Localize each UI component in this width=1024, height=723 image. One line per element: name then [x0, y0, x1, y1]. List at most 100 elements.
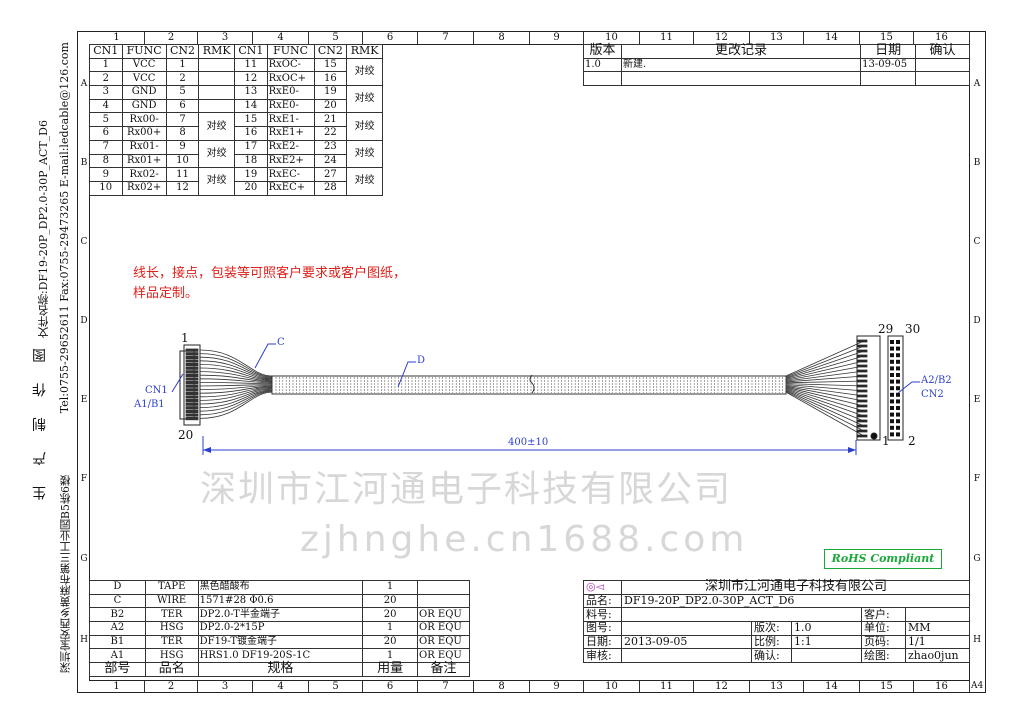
row-letter: B	[973, 158, 981, 168]
drawn-by: zhao0jun	[905, 648, 970, 664]
customer	[905, 607, 970, 623]
wire	[199, 382, 273, 385]
cn2-pin-cavity	[890, 399, 894, 404]
sheet-size: A4	[971, 681, 984, 691]
review	[621, 648, 752, 664]
cn2-pin-cavity	[896, 353, 900, 358]
cn1-terminal	[185, 398, 199, 403]
column-number: 1	[89, 32, 145, 44]
cn1-terminal	[185, 413, 199, 417]
outer-frame	[77, 31, 986, 693]
wire	[785, 388, 865, 417]
cn2-terminal	[856, 424, 868, 428]
cn1-pin-20: 20	[178, 428, 194, 442]
cn2-pin-cavity	[896, 412, 900, 417]
column-number: 14	[804, 32, 860, 44]
cn1-terminal	[185, 406, 199, 410]
row-letter: A	[973, 78, 981, 89]
wire	[785, 365, 865, 381]
remark: 对绞	[346, 167, 383, 196]
cn2-pin-cavity	[896, 406, 900, 410]
column-number: 1	[89, 681, 145, 692]
cn2-pin-cavity	[896, 340, 900, 344]
cn1-terminal	[185, 384, 199, 388]
wire	[785, 355, 865, 379]
wires	[185, 339, 868, 438]
cn2-label: CN2	[921, 389, 944, 400]
leader-d	[397, 361, 416, 388]
cn2-pin-cavity	[890, 366, 894, 371]
column-number: 3	[198, 681, 253, 692]
cn1-terminal	[185, 366, 199, 370]
note-line: 样品定制。	[133, 286, 199, 301]
column-number: 16	[914, 681, 970, 692]
column-number: 5	[309, 32, 363, 44]
confirm-label: 确认:	[751, 648, 792, 664]
cn2-terminal	[856, 399, 868, 403]
remark: 对绞	[198, 167, 236, 196]
remark: 对绞	[346, 139, 383, 169]
wire	[199, 389, 273, 408]
remark	[417, 593, 470, 609]
column-number: 13	[750, 681, 804, 692]
version: 1.0	[791, 621, 862, 636]
rohs-badge: RoHS Compliant	[824, 549, 942, 569]
cn2-terminal	[856, 369, 868, 373]
row-letter: F	[80, 474, 88, 484]
tape	[271, 375, 787, 395]
cn2-pin-cavity	[890, 373, 894, 377]
cn2-terminal	[856, 389, 868, 393]
part-name: TER	[144, 634, 199, 650]
cn1-parts: A1/B1	[134, 399, 165, 410]
column-number: 4	[253, 32, 309, 44]
revision-cell	[620, 71, 862, 87]
cn1-terminal	[185, 370, 199, 374]
remark	[417, 580, 470, 595]
cn1-terminal	[185, 348, 199, 352]
wire	[785, 384, 865, 397]
row-letter: H	[973, 634, 981, 645]
wire	[199, 384, 273, 387]
drawing-no	[621, 621, 752, 636]
page-label: 页码:	[861, 634, 906, 650]
cn2-pin-cavity	[896, 419, 900, 424]
logo-icon: ◎◅	[583, 580, 622, 595]
revision-cell	[915, 71, 970, 87]
inner-frame	[89, 44, 970, 681]
row-letter: E	[80, 395, 88, 405]
tape-bundle	[271, 375, 787, 395]
review-label: 审核:	[583, 648, 622, 664]
part-name: WIRE	[144, 593, 199, 609]
spec: DP2.0-T半金端子	[197, 607, 364, 623]
cn2-pin-cavity	[890, 392, 894, 397]
cn1-pin: 10	[89, 180, 123, 196]
column-number: 7	[418, 681, 474, 692]
cn2-pin-cavity	[890, 419, 894, 424]
cn2-pin-cavity	[896, 373, 900, 377]
cn2-pin-cavity	[896, 432, 900, 437]
cn2-terminal	[856, 344, 868, 348]
wire	[199, 374, 273, 383]
revision-header: 版本	[583, 44, 622, 59]
cn2-pin: 28	[313, 180, 348, 196]
cn1-pin-1: 1	[181, 331, 189, 345]
wire	[199, 388, 273, 405]
wire	[785, 380, 865, 384]
column-number: 8	[474, 32, 530, 44]
quantity: 1	[362, 580, 418, 595]
cn2-pin-cavity	[896, 392, 900, 397]
cn2-pin-cavity	[890, 425, 894, 430]
wire	[199, 391, 273, 419]
column-number: 15	[860, 681, 914, 692]
wire	[199, 353, 273, 378]
wire	[785, 340, 865, 377]
cn2-pin-cavity	[890, 353, 894, 358]
cn1-label: CN1	[145, 385, 168, 396]
cn2-terminal	[856, 409, 868, 413]
